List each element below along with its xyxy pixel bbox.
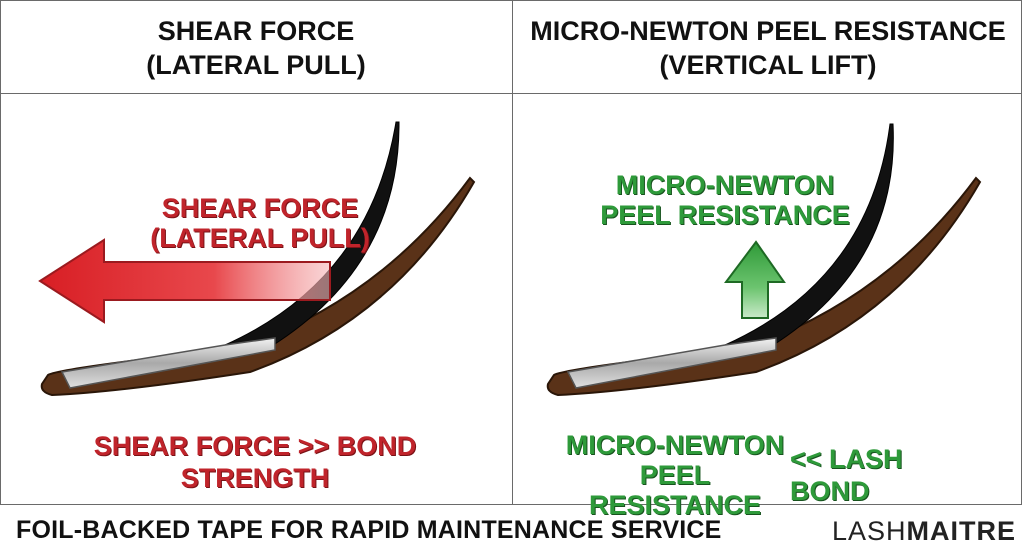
left-header-line2: (LATERAL PULL) (146, 50, 366, 80)
shear-arrow-label-line1: SHEAR FORCE (161, 193, 359, 223)
right-header-line1: MICRO-NEWTON PEEL RESISTANCE (530, 16, 1006, 46)
right-header-line2: (VERTICAL LIFT) (659, 50, 877, 80)
peel-arrow-label: MICRO-NEWTON PEEL RESISTANCE (595, 170, 855, 230)
shear-arrow-label-line2: (LATERAL PULL) (150, 223, 370, 253)
peel-bottom-line1: MICRO-NEWTON (565, 430, 785, 460)
peel-bottom-line2: PEEL RESISTANCE (588, 460, 762, 520)
right-lash (723, 123, 894, 353)
peel-vs-bond-text: MICRO-NEWTON PEEL RESISTANCE (560, 430, 790, 520)
brand-logo: LASHMAITRE (832, 516, 1016, 547)
right-foil-tape (566, 337, 777, 389)
shear-arrow-label: SHEAR FORCE (LATERAL PULL) (120, 193, 400, 253)
lash-bond-text: << LASH BOND (790, 444, 903, 506)
shear-vs-bond-text: SHEAR FORCE >> BOND STRENGTH (93, 431, 417, 493)
footer-caption: FOIL-BACKED TAPE FOR RAPID MAINTENANCE S… (16, 516, 722, 544)
left-panel-header: SHEAR FORCE (LATERAL PULL) (0, 14, 512, 82)
brand-part1: LASH (832, 516, 907, 546)
left-foil-tape (60, 337, 276, 389)
header-divider (0, 93, 1022, 94)
left-arrow-icon (38, 238, 331, 324)
left-header-line1: SHEAR FORCE (157, 16, 355, 46)
panel-divider (512, 0, 513, 505)
brand-part2: MAITRE (906, 516, 1017, 546)
up-arrow-icon (724, 240, 786, 319)
peel-arrow-label-line1: MICRO-NEWTON (615, 170, 835, 200)
diagram-frame (0, 0, 1022, 505)
right-panel-header: MICRO-NEWTON PEEL RESISTANCE (VERTICAL L… (512, 14, 1024, 82)
peel-arrow-label-line2: PEEL RESISTANCE (600, 200, 850, 230)
